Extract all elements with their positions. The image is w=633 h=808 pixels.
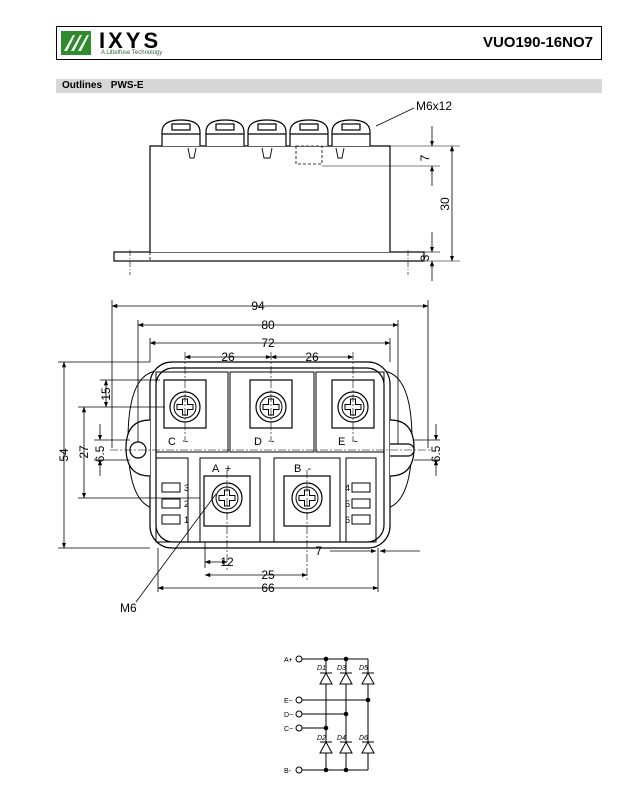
pin-3: 3	[184, 483, 189, 493]
diode-d3-icon	[339, 672, 353, 685]
side-screw-label: M6x12	[416, 99, 452, 113]
side-screw-3	[247, 119, 287, 146]
dim-27: 27	[77, 445, 91, 459]
ixys-logo-icon	[61, 31, 91, 55]
pin-2: 2	[184, 499, 189, 509]
dim-25: 25	[261, 568, 275, 582]
side-screw-5	[331, 119, 371, 146]
dim-6-5-right: 6.5	[429, 445, 443, 462]
side-dim-3: 3	[418, 254, 432, 261]
diode-d1-icon	[319, 672, 333, 685]
node-c-ac: C~	[284, 726, 293, 733]
section-bar: Outlines PWS-E	[56, 79, 602, 93]
pin-5: 5	[345, 499, 350, 509]
dim-height-54: 54	[57, 448, 71, 462]
pin-4: 4	[345, 483, 350, 493]
label-d3: D3	[337, 665, 346, 672]
side-dim-7: 7	[418, 154, 432, 161]
diode-d6-icon	[361, 741, 375, 754]
diode-d2-icon	[319, 741, 333, 754]
side-screw-4	[289, 119, 329, 146]
dim-6-5-left: 6.5	[93, 445, 107, 462]
node-a-plus: A+	[284, 657, 293, 664]
diode-d4-icon	[339, 741, 353, 754]
pin-6: 6	[345, 515, 350, 525]
side-dim-30: 30	[438, 197, 452, 211]
dim-width-80: 80	[261, 318, 275, 332]
side-view	[113, 107, 460, 281]
label-d6: D6	[359, 735, 368, 742]
screw-m6-label: M6	[120, 601, 137, 615]
brand-subtitle: A Littelfuse Technology	[101, 50, 163, 56]
dim-width-72: 72	[261, 336, 275, 350]
dim-pitch-26-right: 26	[305, 350, 319, 364]
terminal-c-label: C ~	[168, 436, 188, 448]
dim-15: 15	[99, 387, 113, 401]
brand-name: IXYS	[99, 28, 162, 53]
section-label: Outlines	[62, 80, 103, 91]
dim-12: 12	[220, 555, 234, 569]
label-d5: D5	[359, 665, 368, 672]
terminal-e-label: E ~	[338, 436, 358, 448]
node-b-minus: B-	[284, 768, 292, 775]
top-view	[125, 361, 415, 549]
terminal-b-label: B -	[294, 463, 311, 475]
pin-1: 1	[184, 515, 189, 525]
node-e-ac: E~	[284, 698, 293, 705]
dim-66: 66	[261, 581, 275, 595]
label-d1: D1	[317, 665, 326, 672]
schematic	[295, 655, 371, 774]
dim-pitch-26-left: 26	[221, 350, 235, 364]
label-d4: D4	[337, 735, 346, 742]
node-d-ac: D~	[284, 712, 293, 719]
dim-width-94: 94	[251, 299, 265, 313]
datasheet-header: IXYS A Littelfuse Technology VUO190-16NO…	[56, 26, 602, 60]
side-screw-1	[161, 119, 201, 146]
diode-d5-icon	[361, 672, 375, 685]
package-label: PWS-E	[110, 80, 144, 91]
terminal-a-label: A +	[212, 463, 231, 475]
part-number: VUO190-16NO7	[482, 34, 593, 51]
label-d2: D2	[317, 735, 326, 742]
side-screw-2	[205, 119, 245, 146]
dim-7: 7	[315, 544, 322, 558]
terminal-d-label: D ~	[254, 436, 274, 448]
